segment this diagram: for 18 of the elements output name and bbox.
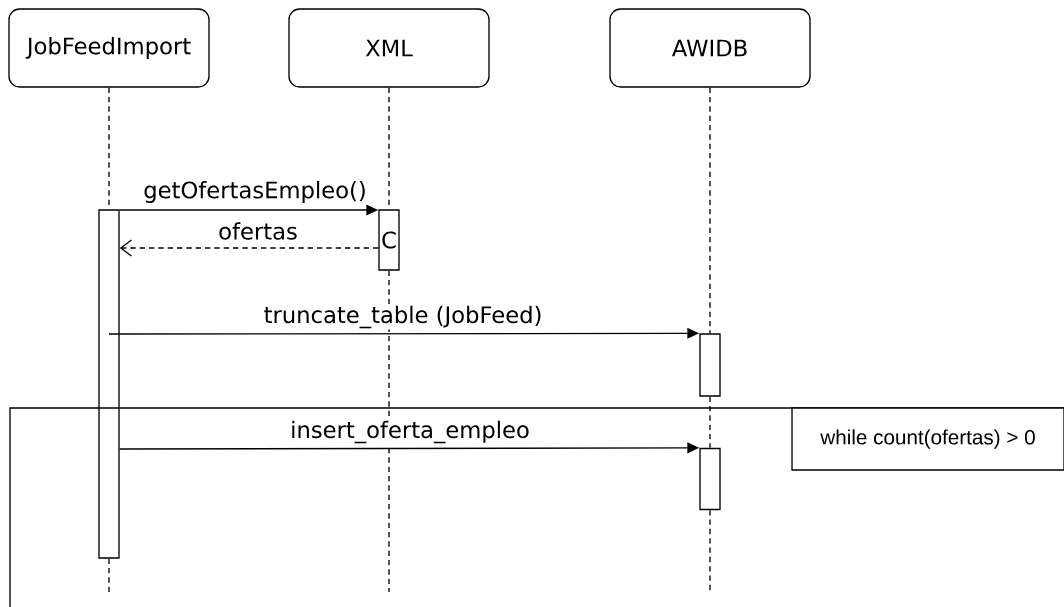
activation-bar (699, 447, 721, 511)
participant-box: AWIDB (609, 8, 811, 88)
return-arrow (119, 239, 379, 257)
lifeline (709, 509, 711, 593)
lifeline (388, 270, 390, 593)
edge-label: ofertas (216, 220, 300, 242)
lifeline (108, 558, 110, 593)
loop-condition-box: while count(ofertas) > 0 (791, 407, 1064, 471)
activation-bar (699, 333, 721, 397)
edge-label: getOfertasEmpleo() (141, 179, 369, 205)
participant-box: JobFeedImport (8, 8, 210, 88)
activation-bar (98, 209, 120, 559)
lifeline (709, 87, 711, 334)
edge-label: truncate_table (JobFeed) (262, 304, 544, 330)
lifeline (709, 396, 711, 449)
edge-label: insert_oferta_empleo (288, 419, 532, 445)
participant-box: XML (288, 8, 490, 88)
activation-bar: C (378, 209, 400, 271)
